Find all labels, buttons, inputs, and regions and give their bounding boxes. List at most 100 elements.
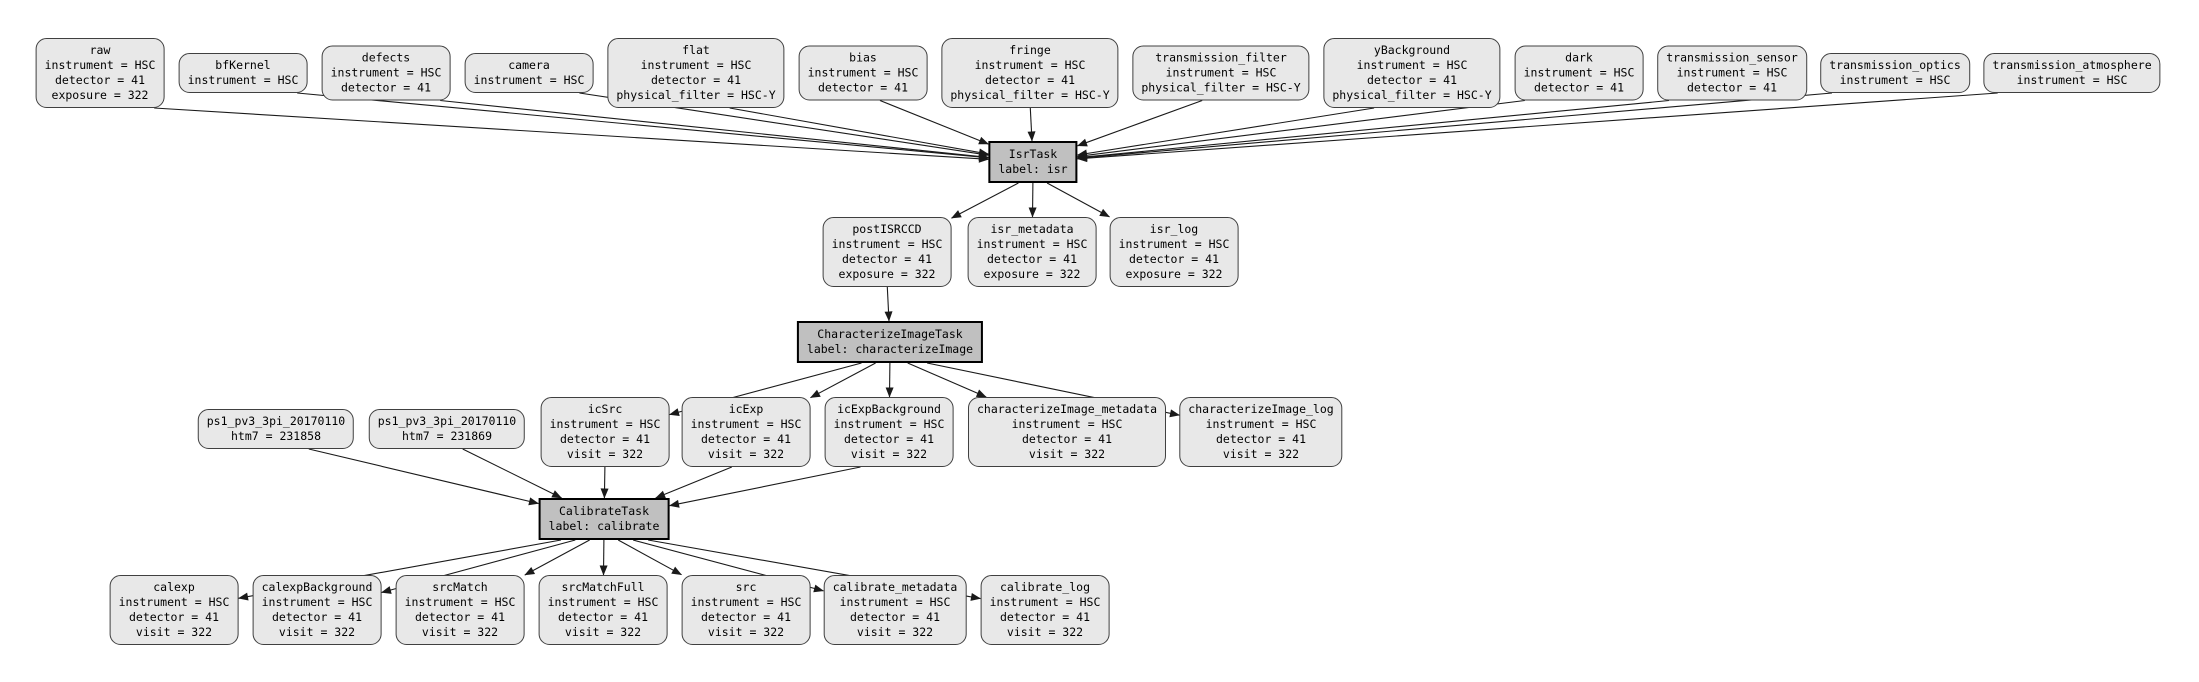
node-label-line: yBackground <box>1373 43 1451 57</box>
edge-icSrc-to-calibrate <box>600 466 609 499</box>
node-label-line: calibrate_metadata <box>832 580 958 594</box>
edge-characterizeImage-to-characterizeImage_metadata <box>907 362 987 398</box>
node-label-line: visit = 322 <box>566 447 644 461</box>
node-label-line: characterizeImage_metadata <box>976 402 1158 416</box>
node-label-line: htm7 = 231869 <box>401 429 493 443</box>
node-label-line: detector = 41 <box>414 610 505 624</box>
node-label-line: detector = 41 <box>557 610 648 624</box>
node-label-line: IsrTask <box>1008 147 1058 161</box>
node-label-line: postISRCCD <box>852 222 922 236</box>
node-label-line: visit = 322 <box>850 447 928 461</box>
node-label-line: exposure = 322 <box>51 88 149 102</box>
node-label-line: detector = 41 <box>340 80 431 95</box>
node-label-line: detector = 41 <box>1128 252 1219 266</box>
node-label-line: instrument = HSC <box>690 595 802 609</box>
node-label-line: physical_filter = HSC-Y <box>1141 80 1301 95</box>
edge-isr-to-postISRCCD <box>951 182 1019 219</box>
node-label-line: srcMatchFull <box>561 580 645 594</box>
node-label-line: detector = 41 <box>700 610 791 624</box>
node-label-line: fringe <box>1009 43 1051 57</box>
node-label-line: visit = 322 <box>1222 447 1300 461</box>
node-label-line: CalibrateTask <box>558 504 649 518</box>
node-label-line: htm7 = 231858 <box>230 429 322 443</box>
node-label-line: camera <box>508 58 550 72</box>
node-label-line: physical_filter = HSC-Y <box>1332 88 1492 102</box>
node-label-line: visit = 322 <box>564 625 642 639</box>
node-label-line: instrument = HSC <box>118 595 230 609</box>
edge-defects-to-isr <box>440 99 989 161</box>
node-label-line: transmission_optics <box>1829 58 1961 72</box>
node-label-line: instrument = HSC <box>44 58 156 72</box>
node-label-line: detector = 41 <box>1021 432 1113 446</box>
node-label-line: characterizeImage_log <box>1188 402 1334 416</box>
node-label-line: detector = 41 <box>986 252 1077 266</box>
node-label-line: visit = 322 <box>1028 447 1106 461</box>
node-label-line: isr_log <box>1149 222 1199 236</box>
node-label-line: raw <box>89 43 111 57</box>
edge-icExp-to-calibrate <box>655 466 733 499</box>
node-label-line: detector = 41 <box>843 432 934 446</box>
node-label-line: physical_filter = HSC-Y <box>950 88 1110 102</box>
node-label-line: visit = 322 <box>278 625 356 639</box>
node-label-line: instrument = HSC <box>404 595 516 609</box>
node-label-line: instrument = HSC <box>1165 65 1277 80</box>
node-label-line: instrument = HSC <box>1676 65 1788 80</box>
edge-fringe-to-isr <box>1027 107 1036 142</box>
node-label-line: icExpBackground <box>837 402 941 416</box>
node-label-line: instrument = HSC <box>473 73 585 87</box>
node-label-line: instrument = HSC <box>549 417 661 431</box>
node-label-line: icSrc <box>587 402 623 416</box>
node-label-line: detector = 41 <box>54 73 145 87</box>
node-label-line: label: isr <box>998 162 1068 176</box>
edge-bfKernel-to-isr <box>297 92 989 161</box>
edge-icExpBackground-to-calibrate <box>669 466 861 508</box>
node-label-line: srcMatch <box>432 580 488 594</box>
node-label-line: detector = 41 <box>1533 80 1624 95</box>
node-label-line: detector = 41 <box>650 73 741 87</box>
node-label-line: src <box>735 580 757 594</box>
node-label-line: instrument = HSC <box>833 417 945 431</box>
edge-dark-to-isr <box>1077 99 1525 160</box>
node-label-line: transmission_sensor <box>1666 50 1798 65</box>
node-label-line: visit = 322 <box>707 625 785 639</box>
node-label-line: instrument = HSC <box>547 595 659 609</box>
node-label-line: ps1_pv3_3pi_20170110 <box>377 414 517 428</box>
node-label-line: defects <box>361 50 411 65</box>
node-label-line: instrument = HSC <box>1011 417 1123 431</box>
node-label-line: visit = 322 <box>135 625 213 639</box>
node-label-line: instrument = HSC <box>976 237 1088 251</box>
node-label-line: label: calibrate <box>548 519 660 533</box>
node-label-line: instrument = HSC <box>1118 237 1230 251</box>
node-label-line: visit = 322 <box>1006 625 1084 639</box>
node-label-line: instrument = HSC <box>831 237 943 251</box>
node-label-line: instrument = HSC <box>2016 73 2128 87</box>
node-label-line: detector = 41 <box>559 432 650 446</box>
edge-flat-to-isr <box>729 107 989 157</box>
node-label-line: detector = 41 <box>817 80 908 95</box>
edge-calibrate-to-srcMatch <box>524 539 590 576</box>
node-label-line: visit = 322 <box>856 625 934 639</box>
node-label-line: bias <box>849 50 877 65</box>
edge-ps1_231858-to-calibrate <box>308 448 539 506</box>
